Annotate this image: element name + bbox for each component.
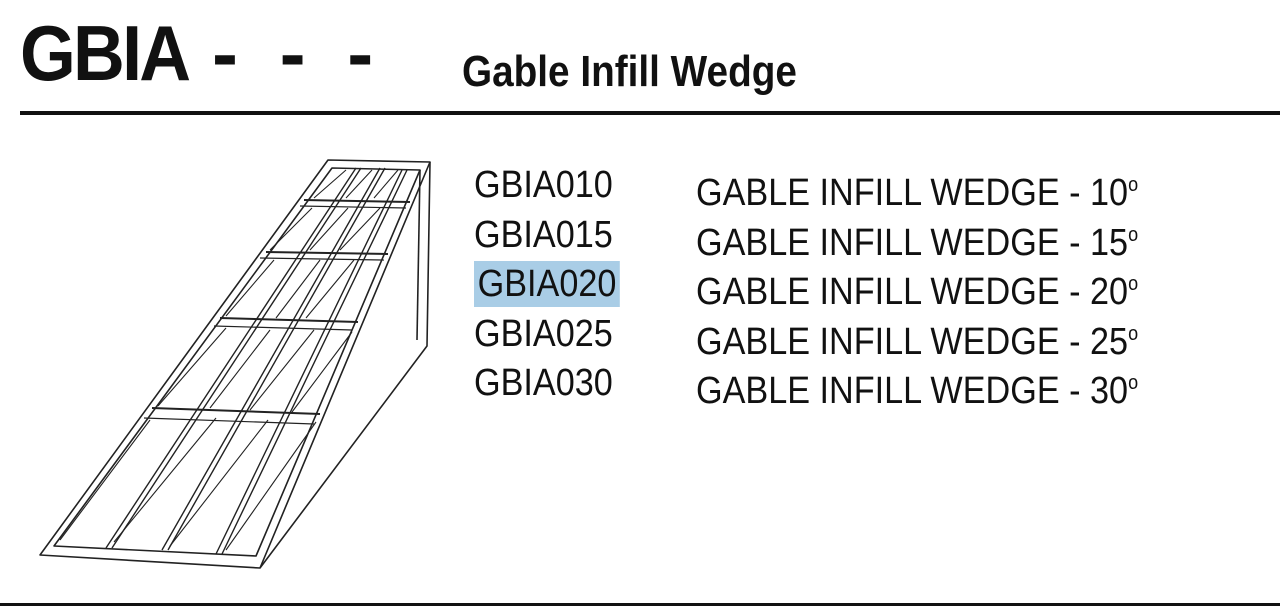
product-description: GABLE INFILL WEDGE - 15o — [696, 221, 1139, 264]
header-rule — [20, 111, 1280, 115]
degree-symbol: o — [1128, 273, 1139, 295]
product-code[interactable]: GBIA030 — [474, 362, 613, 404]
product-description: GABLE INFILL WEDGE - 30o — [696, 370, 1139, 412]
product-code[interactable]: GBIA010 — [474, 164, 613, 206]
product-description: GABLE INFILL WEDGE - 20o — [696, 271, 1139, 313]
degree-symbol: o — [1128, 322, 1139, 345]
page-title: Gable Infill Wedge — [462, 47, 797, 96]
product-code-selected[interactable]: GBIA020 — [474, 261, 620, 307]
product-code[interactable]: GBIA015 — [474, 213, 613, 256]
product-family-code: GBIA — [20, 9, 191, 97]
product-description: GABLE INFILL WEDGE - 10o — [696, 172, 1139, 214]
product-description: GABLE INFILL WEDGE - 25o — [696, 320, 1139, 363]
gable-infill-wedge-icon — [39, 159, 431, 569]
degree-symbol: o — [1128, 174, 1139, 196]
page-header: GBIA - - - Gable Infill Wedge — [0, 0, 1280, 118]
footer-rule — [0, 603, 1280, 606]
product-code[interactable]: GBIA025 — [474, 312, 613, 355]
code-dashes: - - - — [212, 9, 384, 97]
degree-symbol: o — [1128, 372, 1139, 394]
degree-symbol: o — [1128, 223, 1139, 246]
